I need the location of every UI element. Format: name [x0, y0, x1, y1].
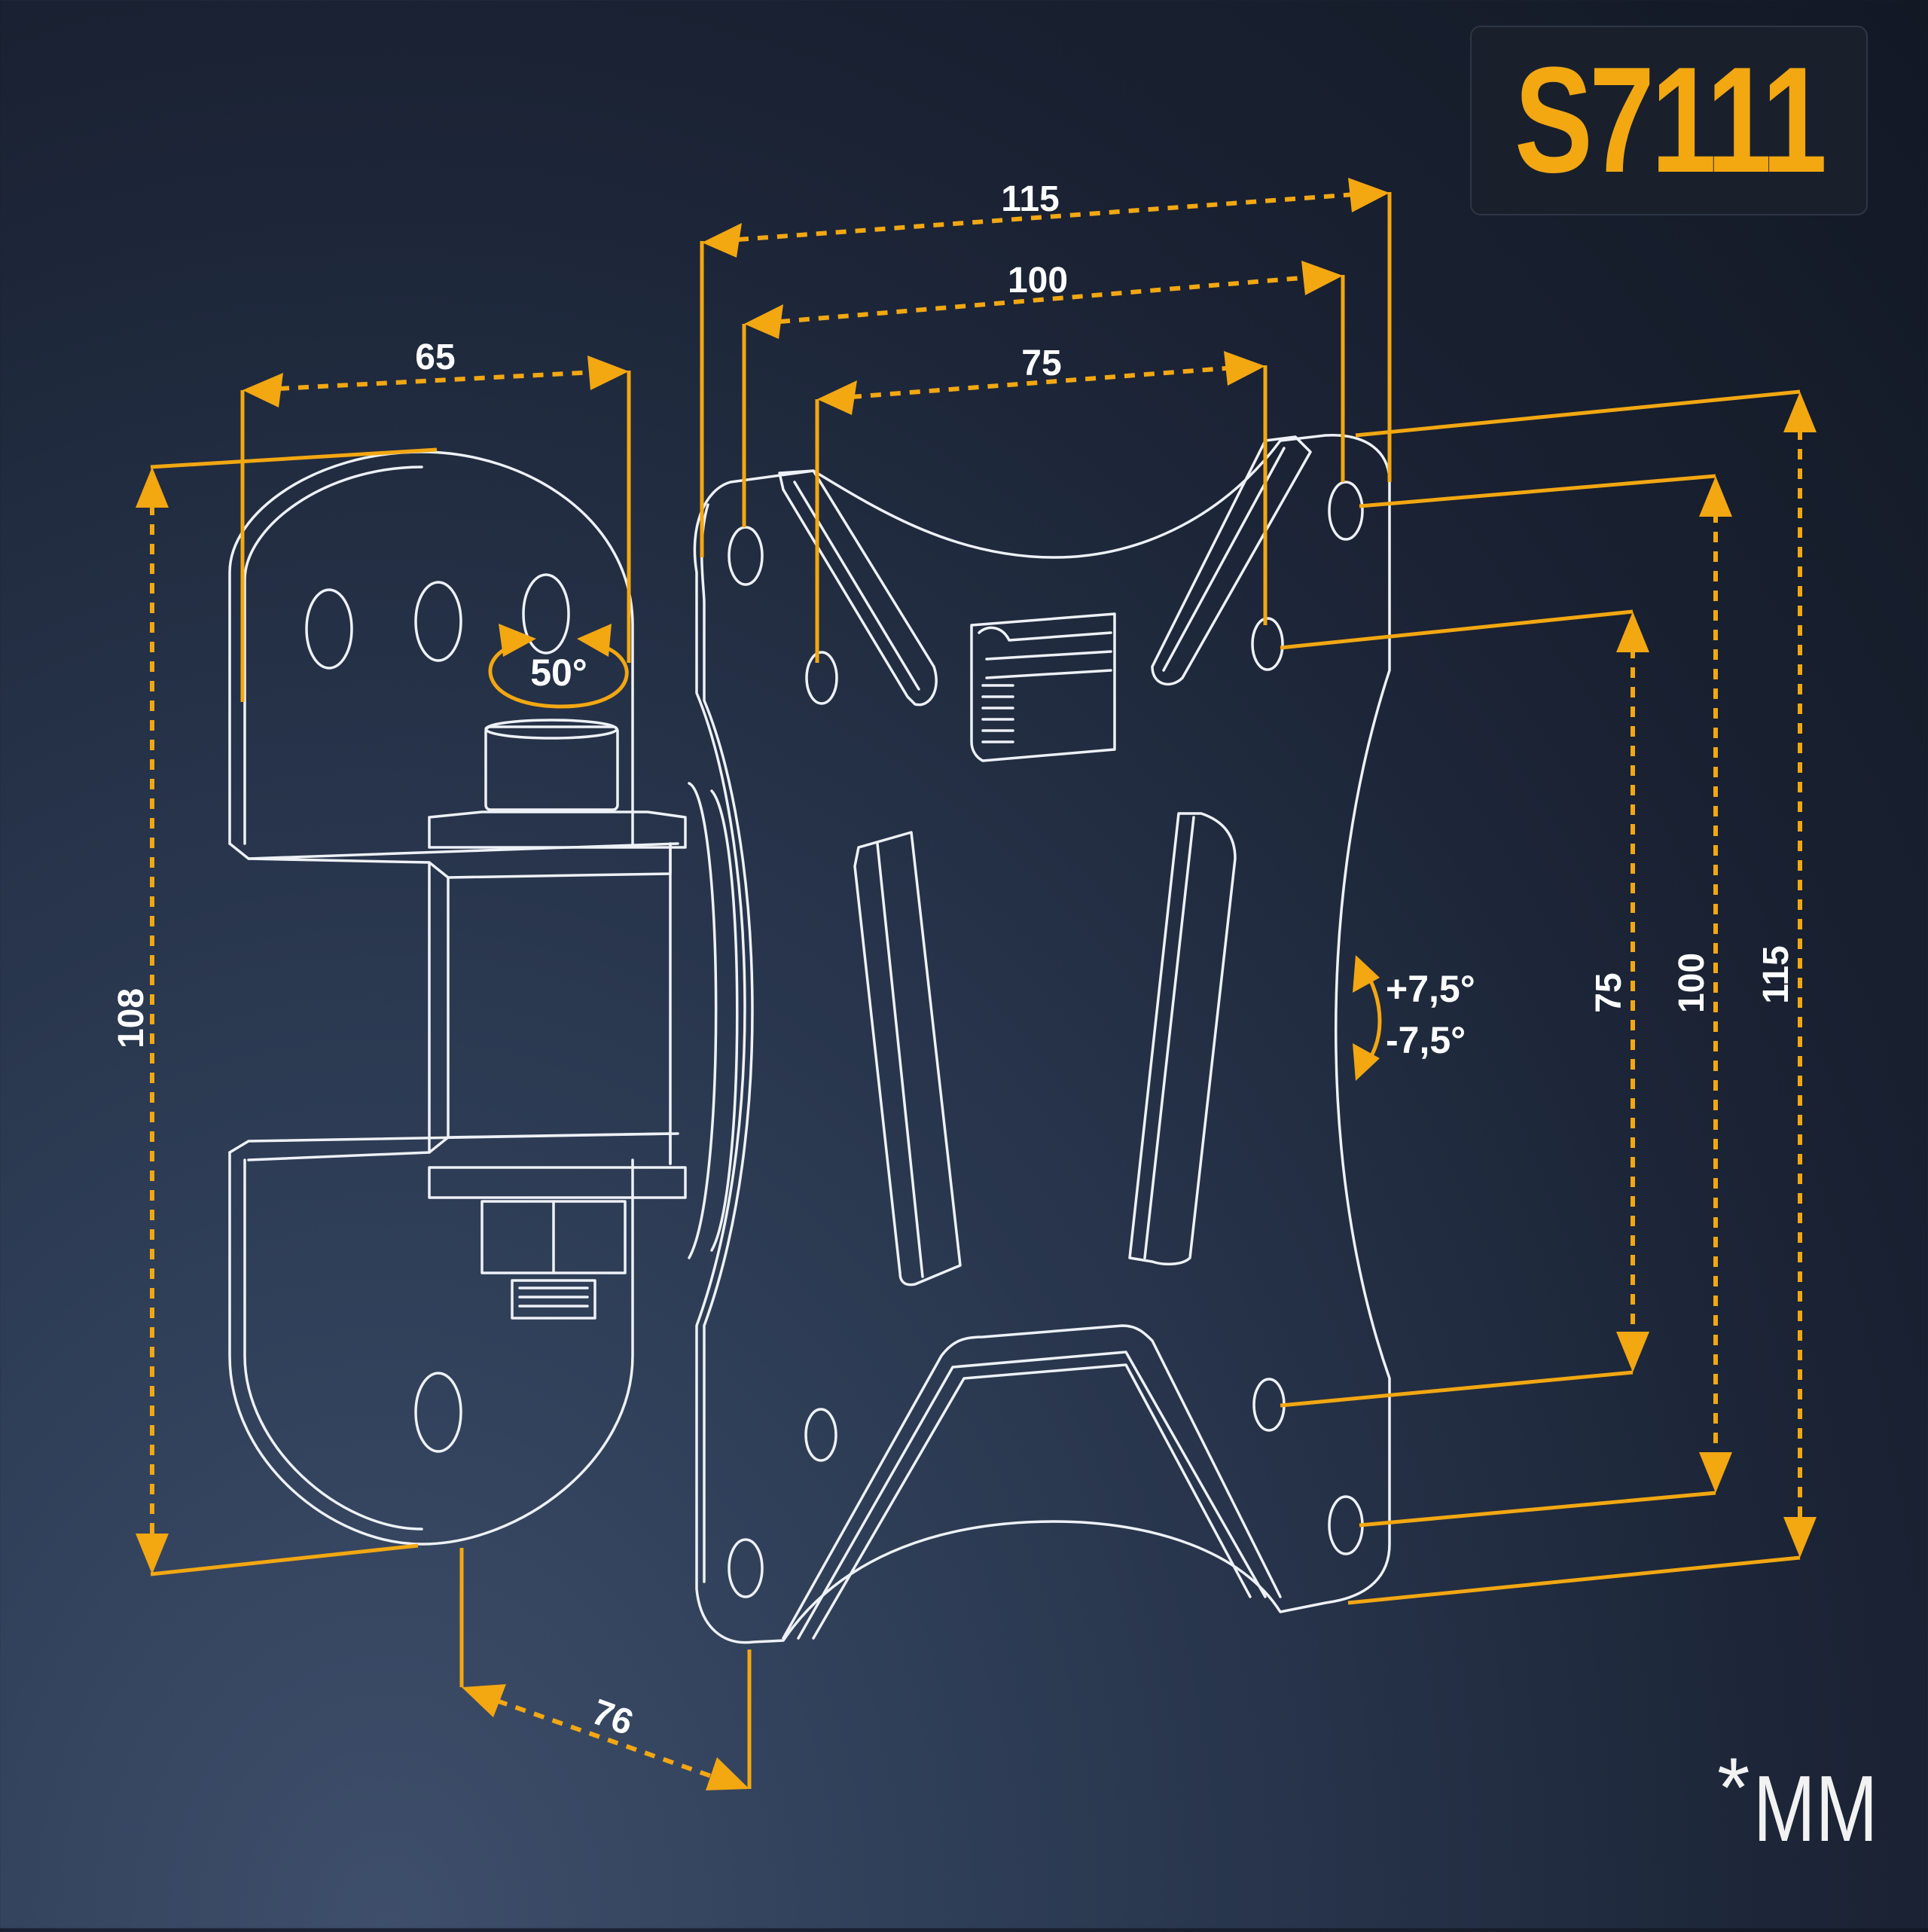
unit-asterisk: *: [1717, 1741, 1750, 1835]
dimension-top-75: 75: [815, 343, 1268, 663]
dim-label-top-100: 100: [1008, 261, 1068, 301]
model-number: S7111: [1514, 36, 1827, 204]
tilt-angle-indicator: +7,5° -7,5°: [1353, 955, 1475, 1081]
wall-plate: [228, 450, 679, 1546]
dimension-right-100: 100: [1359, 474, 1732, 1528]
dim-label-top-115: 115: [1001, 179, 1059, 219]
dimension-left-65: 65: [240, 337, 631, 702]
vesa-plate: [693, 434, 1391, 1644]
model-badge: S7111: [1470, 26, 1868, 215]
dimension-top-100: 100: [742, 261, 1345, 527]
tilt-down-label: -7,5°: [1386, 1019, 1466, 1061]
dimension-depth-76: 76: [459, 1548, 752, 1790]
unit-label: MM: [1753, 1757, 1878, 1861]
dimension-left-108: 108: [111, 447, 438, 1576]
tilt-up-label: +7,5°: [1386, 968, 1475, 1010]
dimension-right-115: 115: [1347, 389, 1817, 1605]
dim-label-right-100: 100: [1672, 953, 1712, 1013]
unit-note: * MM: [1717, 1746, 1908, 1861]
dim-label-left-108: 108: [111, 988, 151, 1048]
dim-label-left-65: 65: [415, 337, 455, 377]
dim-label-top-75: 75: [1021, 343, 1061, 383]
hinge-arm: [247, 719, 739, 1320]
dim-label-right-75: 75: [1589, 972, 1629, 1012]
swivel-angle-label: 50°: [530, 652, 587, 694]
dim-label-right-115: 115: [1756, 945, 1796, 1003]
swivel-angle-indicator: 50°: [488, 624, 629, 709]
dimension-right-75: 75: [1280, 609, 1649, 1408]
